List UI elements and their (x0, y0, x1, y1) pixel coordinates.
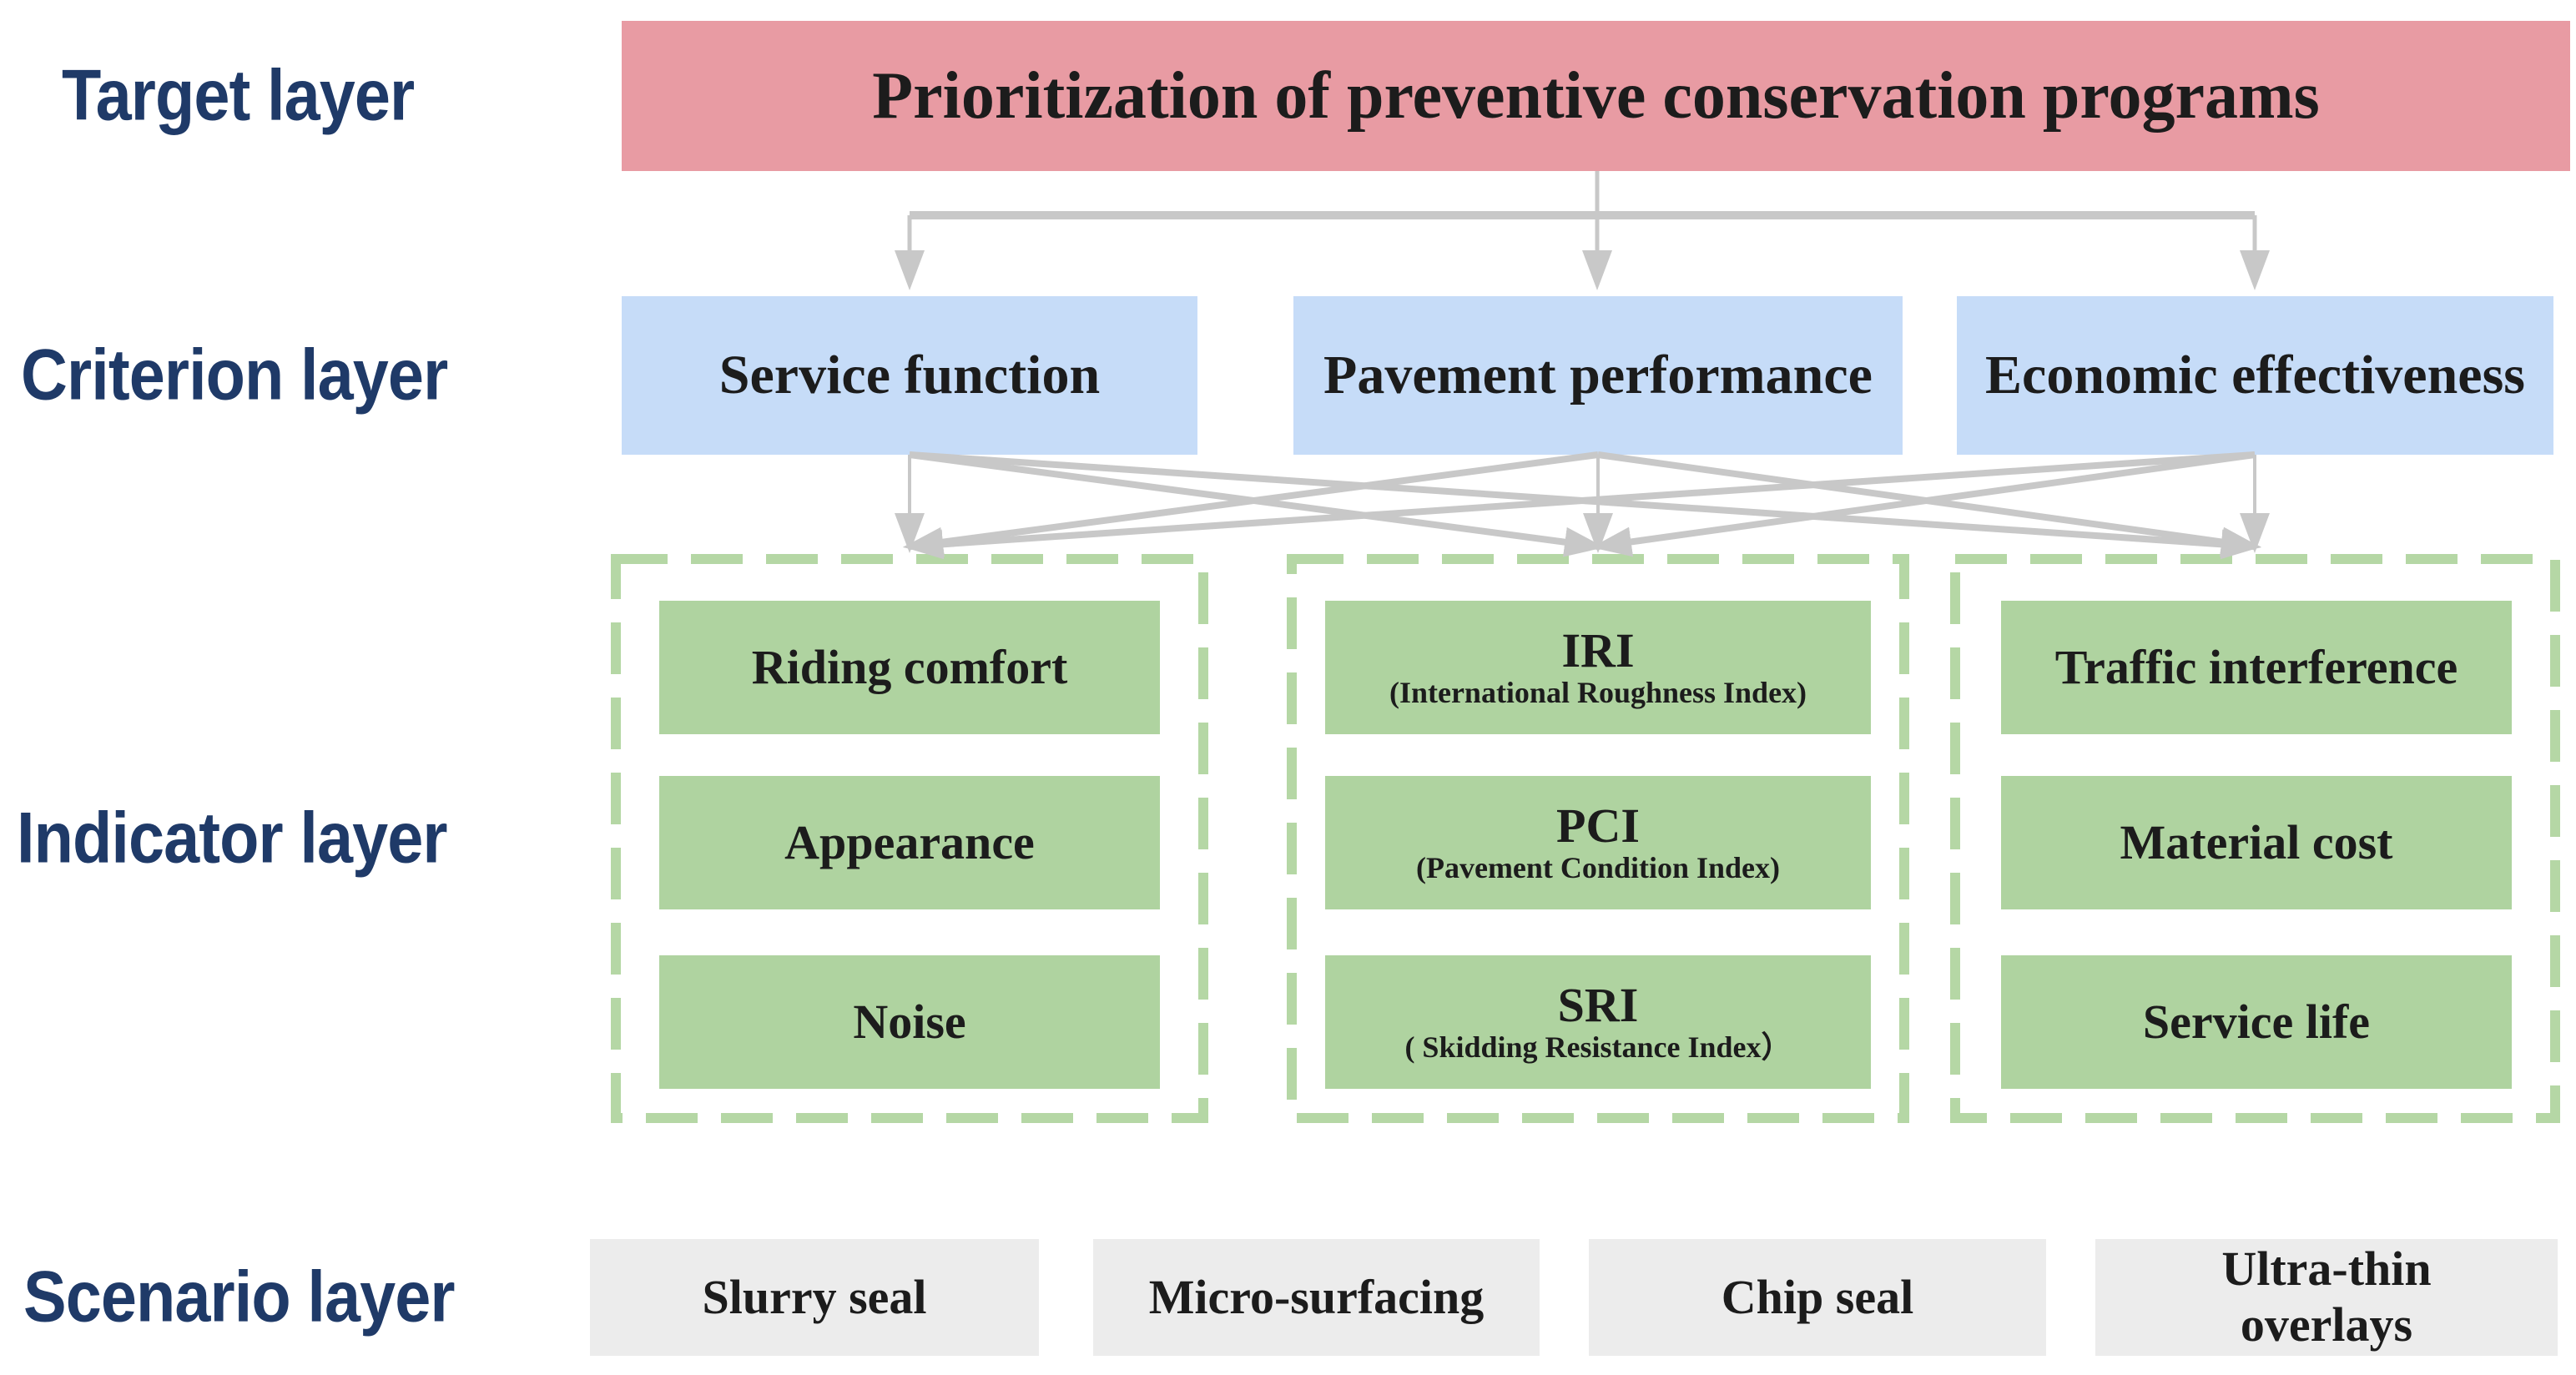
criterion-box-service-function: Service function (622, 296, 1197, 455)
indicator-sublabel: (Pavement Condition Index) (1415, 850, 1780, 884)
arrow-pavement-to-group3 (1597, 451, 2261, 557)
indicator-box-material-cost: Material cost (2001, 776, 2512, 909)
indicator-sublabel: ( Skidding Resistance Index） (1404, 1030, 1792, 1064)
layer-label-scenario: Scenario layer (23, 1257, 456, 1337)
arrow-economic-to-group2 (1591, 451, 2256, 557)
indicator-box-pci: PCI (Pavement Condition Index) (1325, 776, 1871, 909)
indicator-label: SRI (1557, 977, 1639, 1032)
scenario-box-ultra-thin-overlays: Ultra-thin overlays (2095, 1239, 2558, 1356)
arrow-economic-to-group1 (903, 451, 2256, 560)
indicator-label: Traffic interference (2054, 639, 2458, 694)
arrow-service-to-group3 (909, 451, 2261, 560)
indicator-box-noise: Noise (659, 955, 1160, 1089)
scenario-box-micro-surfacing: Micro-surfacing (1093, 1239, 1540, 1356)
layer-label-target: Target layer (62, 55, 415, 136)
indicator-box-iri: IRI (International Roughness Index) (1325, 601, 1871, 734)
indicator-box-appearance: Appearance (659, 776, 1160, 909)
indicator-sublabel: (International Roughness Index) (1389, 675, 1807, 709)
indicator-label: PCI (1556, 798, 1640, 853)
criterion-box-pavement-performance: Pavement performance (1293, 296, 1903, 455)
target-box: Prioritization of preventive conservatio… (622, 21, 2570, 171)
indicator-label: Riding comfort (751, 639, 1068, 694)
scenario-label: Ultra-thin overlays (2221, 1242, 2432, 1352)
indicator-label: IRI (1561, 622, 1635, 677)
indicator-box-traffic-interference: Traffic interference (2001, 601, 2512, 734)
criterion-box-economic-effectiveness: Economic effectiveness (1957, 296, 2553, 455)
indicator-label: Service life (2142, 994, 2371, 1049)
indicator-label: Appearance (784, 814, 1035, 869)
indicator-box-sri: SRI ( Skidding Resistance Index） (1325, 955, 1871, 1089)
scenario-box-chip-seal: Chip seal (1589, 1239, 2046, 1356)
indicator-box-riding-comfort: Riding comfort (659, 601, 1160, 734)
arrow-service-to-group2 (909, 451, 1605, 557)
indicator-label: Material cost (2120, 814, 2393, 869)
indicator-box-service-life: Service life (2001, 955, 2512, 1089)
indicator-label: Noise (853, 994, 966, 1049)
layer-label-indicator: Indicator layer (17, 798, 448, 879)
layer-label-criterion: Criterion layer (21, 335, 448, 416)
arrow-pavement-to-group1 (903, 451, 1599, 557)
scenario-box-slurry-seal: Slurry seal (590, 1239, 1039, 1356)
